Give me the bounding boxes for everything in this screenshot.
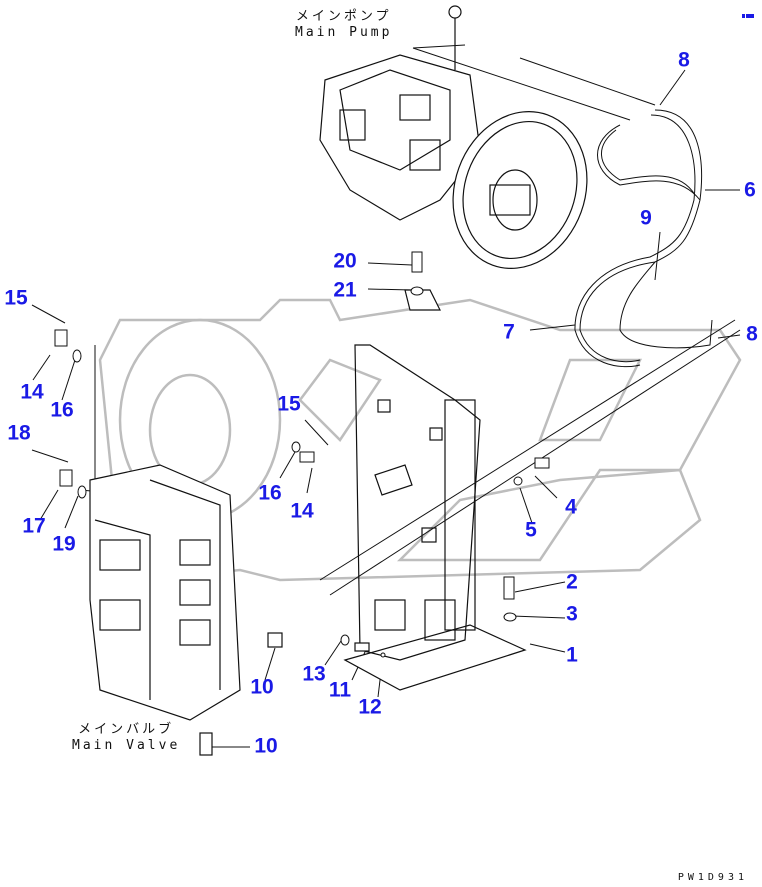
callout-10: 10	[254, 734, 278, 758]
fittings	[54, 251, 550, 658]
callout-18: 18	[7, 421, 31, 445]
callout-20: 20	[333, 249, 357, 273]
callout-12: 12	[358, 695, 382, 719]
callout-8: 8	[678, 48, 690, 72]
corner-mark	[742, 3, 756, 18]
callout-9: 9	[640, 206, 652, 230]
callout-5: 5	[525, 518, 537, 542]
callout-3: 3	[566, 602, 578, 626]
main-pump-caption-en: Main Pump	[295, 25, 393, 40]
callout-1: 1	[566, 643, 578, 667]
callout-13: 13	[302, 662, 326, 686]
callout-8: 8	[746, 322, 758, 346]
callout-6: 6	[744, 178, 756, 202]
main-valve-caption: メインバルブ Main Valve	[72, 722, 180, 754]
callout-16: 16	[50, 398, 74, 422]
drawing-code: PW1D931	[677, 872, 748, 883]
main-valve-caption-jp: メインバルブ	[78, 722, 175, 737]
hose-assembly	[319, 109, 741, 596]
callout-2: 2	[566, 570, 578, 594]
main-valve	[89, 464, 370, 756]
callout-11: 11	[328, 678, 352, 702]
callout-14: 14	[290, 499, 314, 523]
callout-4: 4	[565, 495, 577, 519]
callout-14: 14	[20, 380, 44, 404]
main-pump-caption-jp: メインポンプ	[295, 9, 392, 24]
callout-15: 15	[277, 392, 301, 416]
bracket	[343, 289, 527, 691]
callout-7: 7	[503, 320, 515, 344]
callout-19: 19	[52, 532, 76, 556]
callout-10: 10	[250, 675, 274, 699]
leader-lines	[31, 44, 741, 748]
main-pump-caption: メインポンプ Main Pump	[295, 9, 392, 41]
callout-21: 21	[333, 278, 357, 302]
main-pump	[319, 5, 588, 269]
callout-16: 16	[258, 481, 282, 505]
callout-15: 15	[4, 286, 28, 310]
callout-17: 17	[22, 514, 46, 538]
main-valve-caption-en: Main Valve	[72, 738, 181, 753]
